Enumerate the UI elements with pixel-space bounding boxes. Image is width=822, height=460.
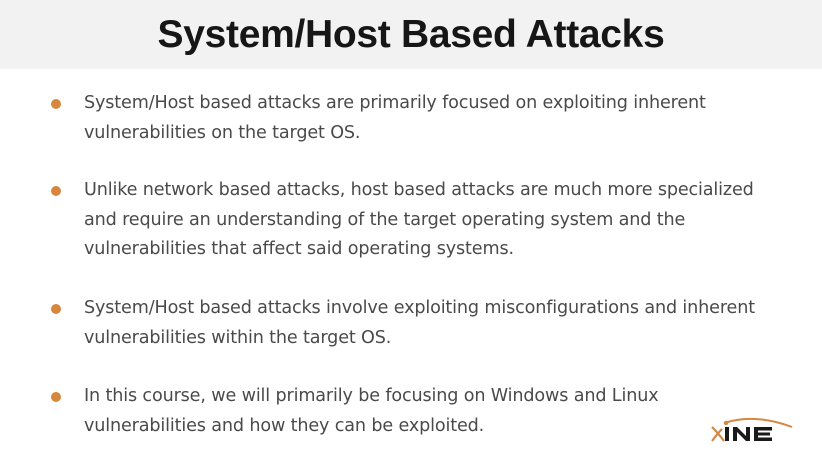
bullet-text: System/Host based attacks are primarily … [84,93,706,143]
slide-header: System/Host Based Attacks [0,0,822,69]
bullet-dot-icon [51,99,61,109]
ine-logo-icon [711,417,793,442]
slide-title: System/Host Based Attacks [157,12,665,56]
bullet-text: In this course, we will primarily be foc… [84,386,659,436]
bullet-dot-icon [51,304,61,314]
ine-logo [710,415,800,445]
bullet-dot-icon [51,186,61,196]
bullet-text: System/Host based attacks involve exploi… [84,298,755,348]
bullet-text: Unlike network based attacks, host based… [84,180,754,259]
bullet-dot-icon [51,392,61,402]
